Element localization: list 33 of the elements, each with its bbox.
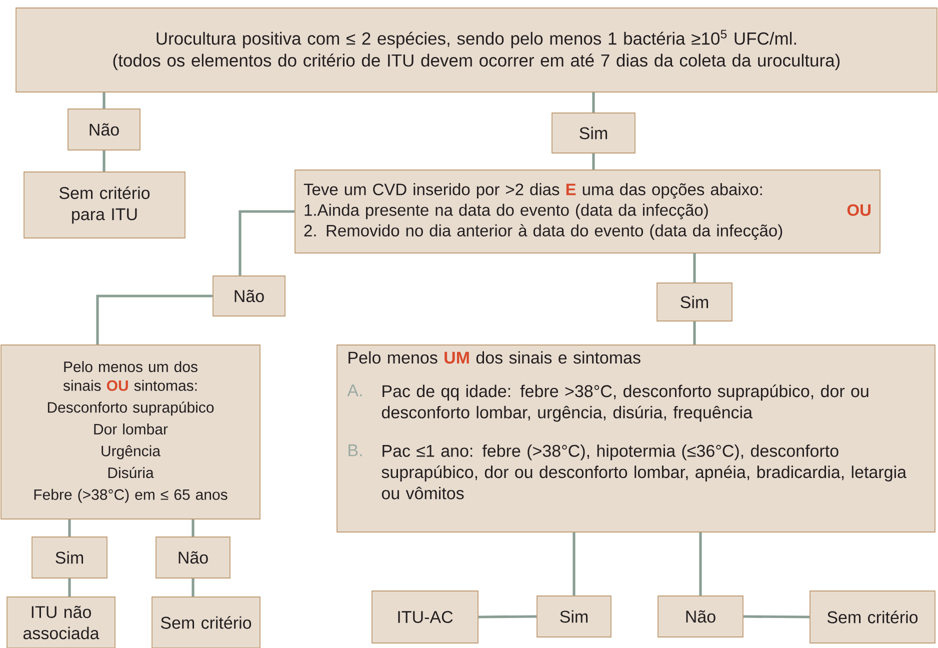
connector-line <box>592 92 595 113</box>
outcome-box: ITU-AC <box>372 590 478 644</box>
choice-box: Não <box>156 536 230 578</box>
condition-box: Pelo menos UM dos sinais e sintomas A. Pac de qq idade: febre >38°C, desconforto suprapúbico, dor ou desconforto lombar, urgência, disúria, frequência B. Pac ≤1 ano: febre (>38°C), hipotermia (≤36°C), desconforto suprapúbico, dor ou desconforto lombar, apnéia, bradicardia, letargia ou vômitos <box>336 344 936 532</box>
connector-line <box>693 253 696 283</box>
connector-line <box>699 532 702 596</box>
connector-line <box>238 210 295 276</box>
condition-box: Pelo menos um dos sinais OU sintomas: Desconforto suprapúbico Dor lombar Urgência Disúria Febre (>38°C) em ≤ 65 anos <box>0 344 260 520</box>
condition-box: Teve um CVD inserido por >2 dias E uma das opções abaixo: 1.Ainda presente na data do evento (data da infecção) OU 2. Removido no dia anterior à data do evento (data da infecção) <box>294 170 880 254</box>
choice-box: Sim <box>32 536 108 578</box>
connector-line <box>192 519 194 537</box>
choice-box: Não <box>658 596 744 638</box>
choice-box: Não <box>68 108 140 150</box>
outcome-box: Sem critério <box>152 596 260 648</box>
choice-box: Não <box>212 276 286 316</box>
connector-line <box>572 532 576 596</box>
outcome-box: Sem critério <box>810 590 936 644</box>
choice-box: Sim <box>552 112 636 154</box>
choice-box: Sim <box>536 596 612 638</box>
connector-line <box>68 519 71 537</box>
connector-line <box>102 92 106 109</box>
connector-line <box>693 321 696 345</box>
connector-line <box>478 615 537 618</box>
connector-line <box>743 615 810 618</box>
connector-line <box>68 578 71 597</box>
connector-line <box>592 153 595 170</box>
outcome-box: ITU não associada <box>6 596 116 648</box>
connector-line <box>102 150 106 172</box>
condition-box: Urocultura positiva com ≤ 2 espécies, sendo pelo menos 1 bactéria ≥10$^{5}$ UFC/ml. (todos os elementos do critério de ITU devem ocorrer em até 7 dias da coleta da urocultura) <box>16 8 938 92</box>
connector-line <box>96 294 213 345</box>
outcome-box: Sem critério para ITU <box>24 172 186 238</box>
connector-line <box>192 578 194 597</box>
choice-box: Sim <box>656 282 732 322</box>
